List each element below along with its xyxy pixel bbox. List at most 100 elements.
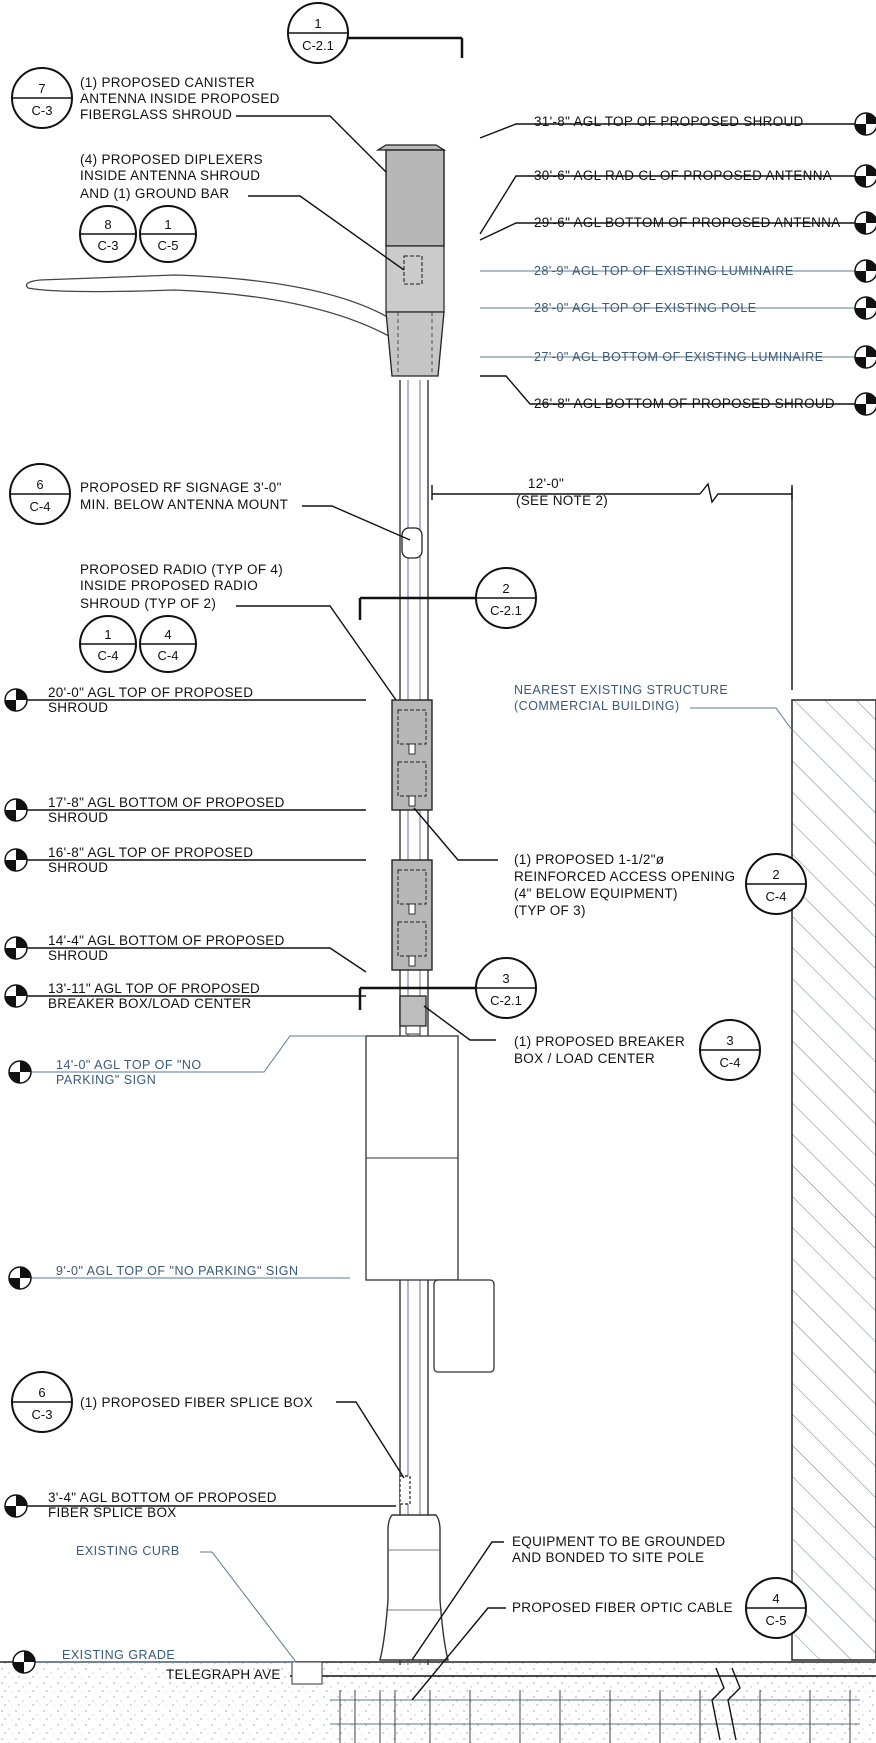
elevation-target-icon: [854, 112, 876, 136]
ref-bubble-3-c4: 3 C-4: [699, 1019, 761, 1081]
svg-text:PROPOSED FIBER OPTIC CABLE: PROPOSED FIBER OPTIC CABLE: [512, 1600, 733, 1615]
svg-text:BOX / LOAD CENTER: BOX / LOAD CENTER: [514, 1051, 655, 1066]
svg-text:7: 7: [38, 81, 45, 96]
svg-text:14'-4" AGL BOTTOM OF PROPOSED: 14'-4" AGL BOTTOM OF PROPOSED: [48, 933, 285, 948]
svg-text:14'-0" AGL TOP OF "NO: 14'-0" AGL TOP OF "NO: [56, 1058, 202, 1072]
svg-text:C-3: C-3: [32, 103, 53, 118]
radio-shroud-upper: [391, 699, 433, 811]
callout-access-opening: (1) PROPOSED 1-1/2"ø REINFORCED ACCESS O…: [514, 852, 735, 918]
fiber-splice-box: [399, 1475, 411, 1505]
callout-diplexers: (4) PROPOSED DIPLEXERS INSIDE ANTENNA SH…: [80, 152, 263, 201]
ref-bubble-1-c4: 1 C-4: [79, 615, 137, 673]
svg-text:C-4: C-4: [766, 889, 787, 904]
structure-label-1: NEAREST EXISTING STRUCTURE: [514, 683, 728, 697]
section-2-num: 2: [502, 581, 509, 596]
elevation-target-icon: [8, 1266, 32, 1290]
leader-lines: [18, 115, 860, 1701]
svg-text:AND (1) GROUND BAR: AND (1) GROUND BAR: [80, 186, 229, 201]
existing-grade-label: EXISTING GRADE: [62, 1648, 175, 1662]
svg-text:3: 3: [726, 1033, 733, 1048]
svg-text:(1) PROPOSED BREAKER: (1) PROPOSED BREAKER: [514, 1034, 685, 1049]
existing-luminaire: [25, 274, 397, 341]
svg-text:C-3: C-3: [32, 1407, 53, 1422]
callout-fiber-splice-box: (1) PROPOSED FIBER SPLICE BOX: [80, 1395, 313, 1410]
section-3-num: 3: [502, 971, 509, 986]
section-marker-1: 1 C-2.1: [287, 2, 464, 64]
ref-bubble-4-c4: 4 C-4: [139, 615, 197, 673]
callout-breaker-box: (1) PROPOSED BREAKER BOX / LOAD CENTER: [514, 1034, 685, 1066]
elevation-target-icon: [854, 164, 876, 188]
svg-text:2: 2: [772, 867, 779, 882]
section-3-sheet: C-2.1: [490, 993, 522, 1008]
no-parking-sign: [365, 1035, 495, 1373]
svg-text:(TYP OF 3): (TYP OF 3): [514, 903, 586, 918]
svg-text:SHROUD: SHROUD: [48, 948, 108, 963]
ref-bubble-8-c3: 8 C-3: [79, 205, 137, 263]
callout-canister-antenna: (1) PROPOSED CANISTER ANTENNA INSIDE PRO…: [80, 75, 280, 122]
ref-bubble-6-c4: 6 C-4: [9, 463, 71, 525]
radio-shroud-lower: [391, 859, 433, 971]
left-elevation-labels: 20'-0" AGL TOP OF PROPOSED SHROUD 17'-8"…: [48, 685, 298, 1662]
elevation-target-icon: [854, 392, 876, 416]
antenna-shroud: [375, 144, 447, 377]
section-2-sheet: C-2.1: [490, 603, 522, 618]
svg-text:9'-0" AGL TOP OF "NO PARKING": 9'-0" AGL TOP OF "NO PARKING" SIGN: [56, 1264, 298, 1278]
svg-text:C-5: C-5: [158, 238, 179, 253]
svg-text:AND BONDED TO SITE POLE: AND BONDED TO SITE POLE: [512, 1550, 704, 1565]
section-1-sheet: C-2.1: [302, 38, 334, 53]
elevation-target-icon: [854, 345, 876, 369]
svg-text:INSIDE ANTENNA SHROUD: INSIDE ANTENNA SHROUD: [80, 168, 260, 183]
section-1-num: 1: [314, 16, 321, 31]
svg-text:C-5: C-5: [766, 1613, 787, 1628]
elevation-target-icon: [854, 296, 876, 320]
svg-text:20'-0" AGL TOP OF PROPOSED: 20'-0" AGL TOP OF PROPOSED: [48, 685, 253, 700]
ref-bubble-7-c3: 7 C-3: [11, 67, 73, 129]
svg-text:3'-4" AGL BOTTOM OF PROPOSED: 3'-4" AGL BOTTOM OF PROPOSED: [48, 1490, 277, 1505]
elevation-target-icon: [4, 936, 28, 960]
elev-bottom-shroud: 26'-8" AGL BOTTOM OF PROPOSED SHROUD: [534, 396, 835, 411]
svg-text:SHROUD: SHROUD: [48, 810, 108, 825]
svg-text:ANTENNA INSIDE PROPOSED: ANTENNA INSIDE PROPOSED: [80, 91, 280, 106]
svg-text:6: 6: [38, 1385, 45, 1400]
svg-text:BREAKER BOX/LOAD CENTER: BREAKER BOX/LOAD CENTER: [48, 996, 251, 1011]
elevation-target-icon: [8, 1060, 32, 1084]
svg-text:(4" BELOW EQUIPMENT): (4" BELOW EQUIPMENT): [514, 886, 678, 901]
svg-text:6: 6: [36, 477, 43, 492]
elevation-target-icon: [854, 211, 876, 235]
elevation-target-icon: [4, 848, 28, 872]
section-marker-3: 3 C-2.1: [358, 957, 537, 1019]
svg-text:PARKING" SIGN: PARKING" SIGN: [56, 1073, 156, 1087]
svg-text:17'-8" AGL BOTTOM OF PROPOSED: 17'-8" AGL BOTTOM OF PROPOSED: [48, 795, 285, 810]
svg-text:(1) PROPOSED CANISTER: (1) PROPOSED CANISTER: [80, 75, 255, 90]
breaker-box: [399, 995, 427, 1035]
elev-top-pole: 28'-0" AGL TOP OF EXISTING POLE: [534, 301, 757, 315]
dimension-value: 12'-0": [528, 476, 564, 491]
svg-text:(4) PROPOSED DIPLEXERS: (4) PROPOSED DIPLEXERS: [80, 152, 263, 167]
elevation-targets: [4, 112, 876, 1674]
elevation-target-icon: [4, 798, 28, 822]
elevation-target-icon: [4, 984, 28, 1008]
svg-text:(1) PROPOSED FIBER SPLICE BOX: (1) PROPOSED FIBER SPLICE BOX: [80, 1395, 313, 1410]
ref-bubble-2-c4: 2 C-4: [745, 853, 807, 915]
ground: [0, 1661, 876, 1743]
svg-text:EQUIPMENT TO BE GROUNDED: EQUIPMENT TO BE GROUNDED: [512, 1534, 725, 1549]
elev-rad-cl: 30'-6" AGL RAD CL OF PROPOSED ANTENNA: [534, 168, 832, 183]
elev-top-shroud: 31'-8" AGL TOP OF PROPOSED SHROUD: [534, 114, 804, 129]
ref-bubble-4-c5: 4 C-5: [745, 1577, 807, 1639]
svg-text:4: 4: [772, 1591, 779, 1606]
structure-label-2: (COMMERCIAL BUILDING): [514, 699, 680, 713]
svg-text:REINFORCED ACCESS OPENING: REINFORCED ACCESS OPENING: [514, 869, 735, 884]
rf-signage: [401, 527, 423, 559]
elevation-target-icon: [4, 1494, 28, 1518]
svg-text:C-4: C-4: [720, 1055, 741, 1070]
callout-grounded: EQUIPMENT TO BE GROUNDED AND BONDED TO S…: [512, 1534, 725, 1565]
ref-bubble-1-c5: 1 C-5: [139, 205, 197, 263]
curb-label: EXISTING CURB: [76, 1544, 180, 1558]
dimension-line: [431, 482, 793, 504]
section-marker-2: 2 C-2.1: [358, 567, 537, 629]
callout-proposed-radio: PROPOSED RADIO (TYP OF 4) INSIDE PROPOSE…: [80, 562, 283, 611]
svg-text:SHROUD: SHROUD: [48, 700, 108, 715]
right-elevation-labels: 31'-8" AGL TOP OF PROPOSED SHROUD 30'-6"…: [534, 114, 840, 411]
svg-text:1: 1: [104, 627, 111, 642]
